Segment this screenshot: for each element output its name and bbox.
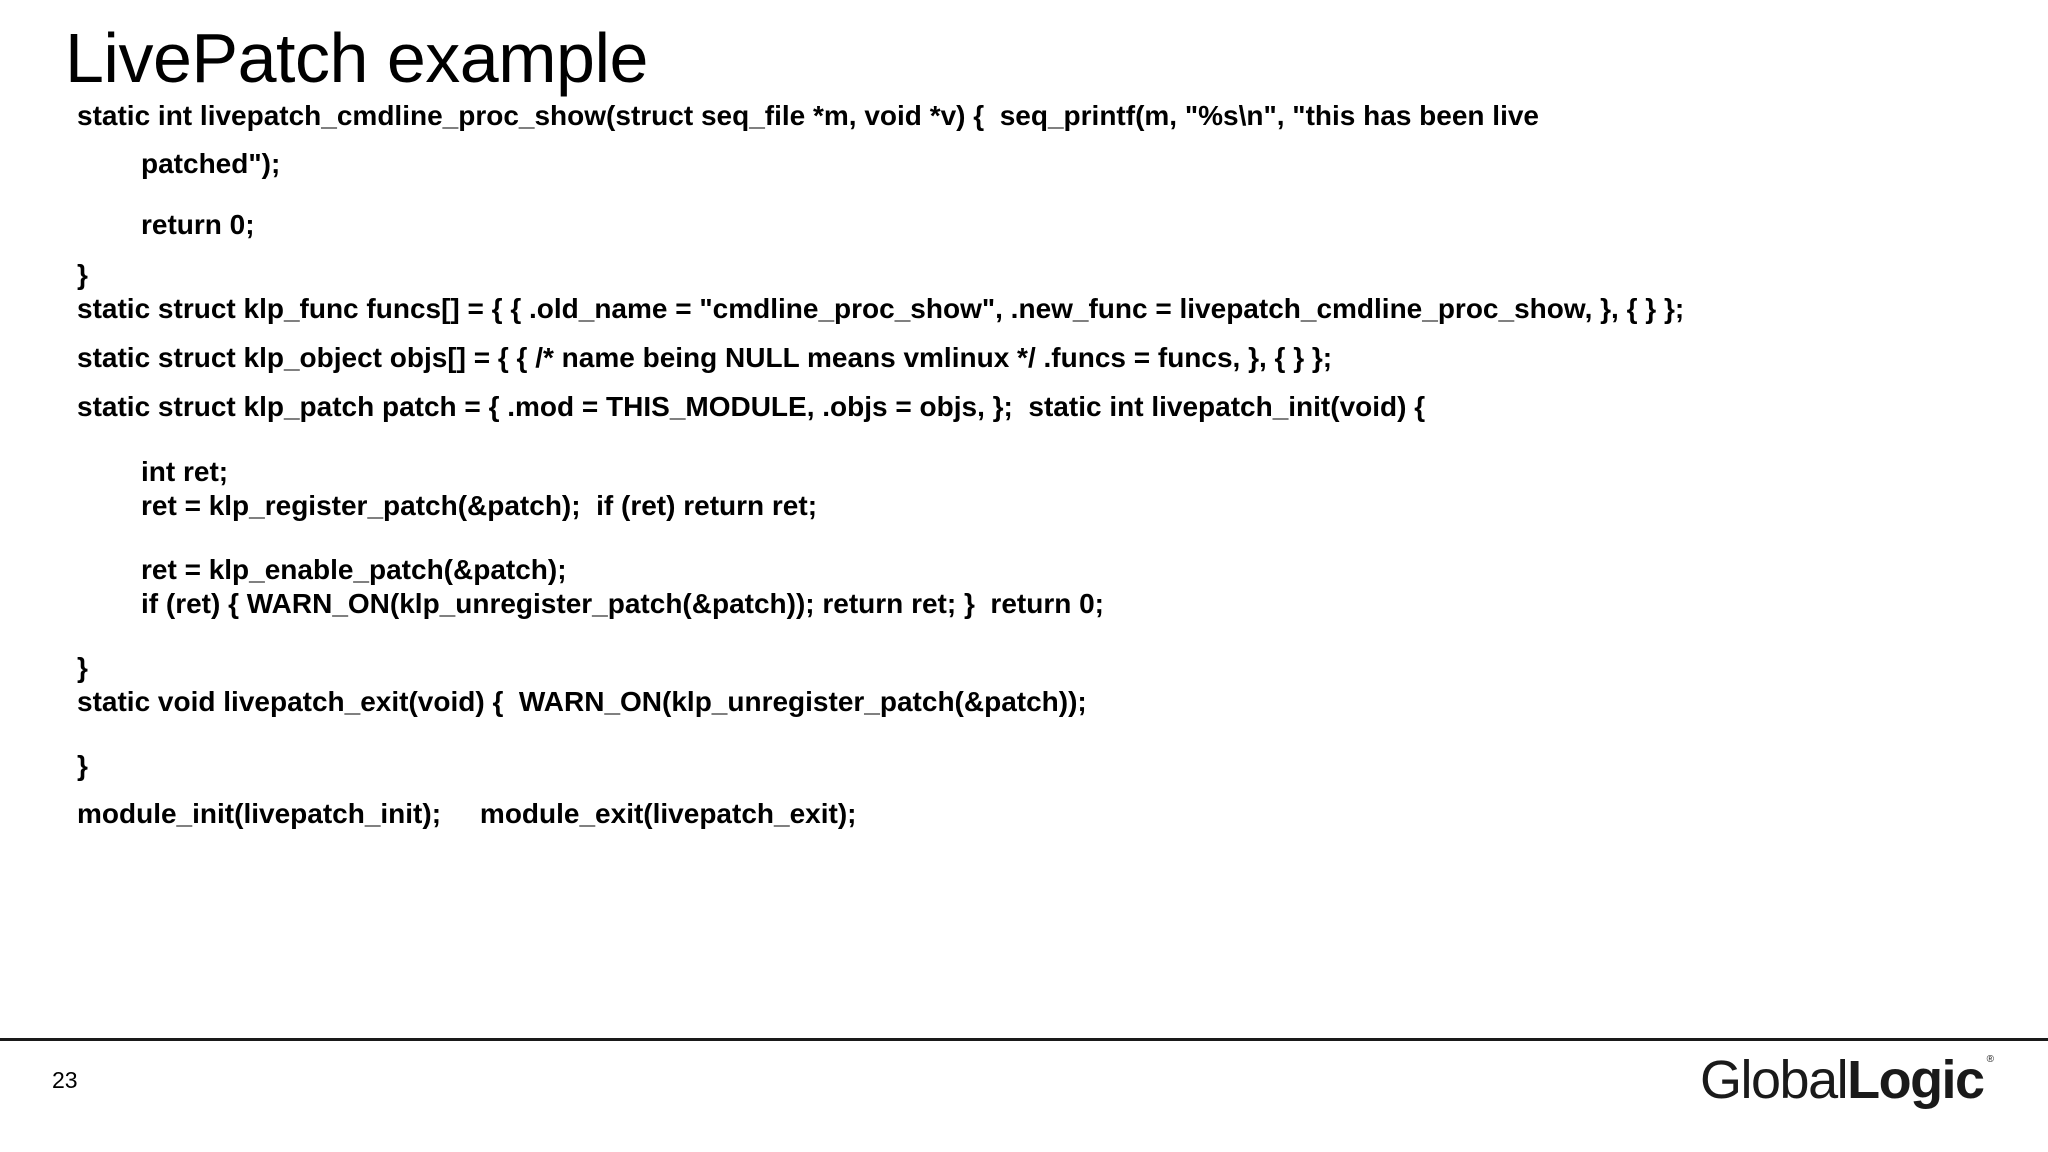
code-line: ret = klp_register_patch(&patch); if (re…	[141, 490, 818, 521]
code-line: static struct klp_patch patch = { .mod =…	[77, 391, 1426, 422]
code-line: ret = klp_enable_patch(&patch);	[141, 554, 567, 585]
code-line: }	[77, 652, 88, 683]
code-line: if (ret) { WARN_ON(klp_unregister_patch(…	[141, 588, 1104, 619]
code-line: static int livepatch_cmdline_proc_show(s…	[77, 100, 1540, 131]
code-line: }	[77, 750, 88, 781]
code-line: int ret;	[141, 456, 229, 487]
registered-mark: ®	[1986, 1054, 1994, 1065]
logo-text-global: Global	[1700, 1050, 1849, 1110]
code-line: static void livepatch_exit(void) { WARN_…	[77, 686, 1087, 717]
page-number: 23	[52, 1067, 78, 1093]
footer-divider	[0, 1038, 2048, 1041]
code-line: }	[77, 259, 88, 290]
slide-title: LivePatch example	[65, 19, 648, 97]
code-line: patched");	[141, 148, 281, 179]
code-line: module_init(livepatch_init); module_exit…	[77, 798, 857, 829]
code-line: static struct klp_object objs[] = { { /*…	[77, 342, 1333, 373]
logo-text-logic: Logic	[1847, 1050, 1985, 1110]
code-line: static struct klp_func funcs[] = { { .ol…	[77, 293, 1685, 324]
code-line: return 0;	[141, 209, 255, 240]
